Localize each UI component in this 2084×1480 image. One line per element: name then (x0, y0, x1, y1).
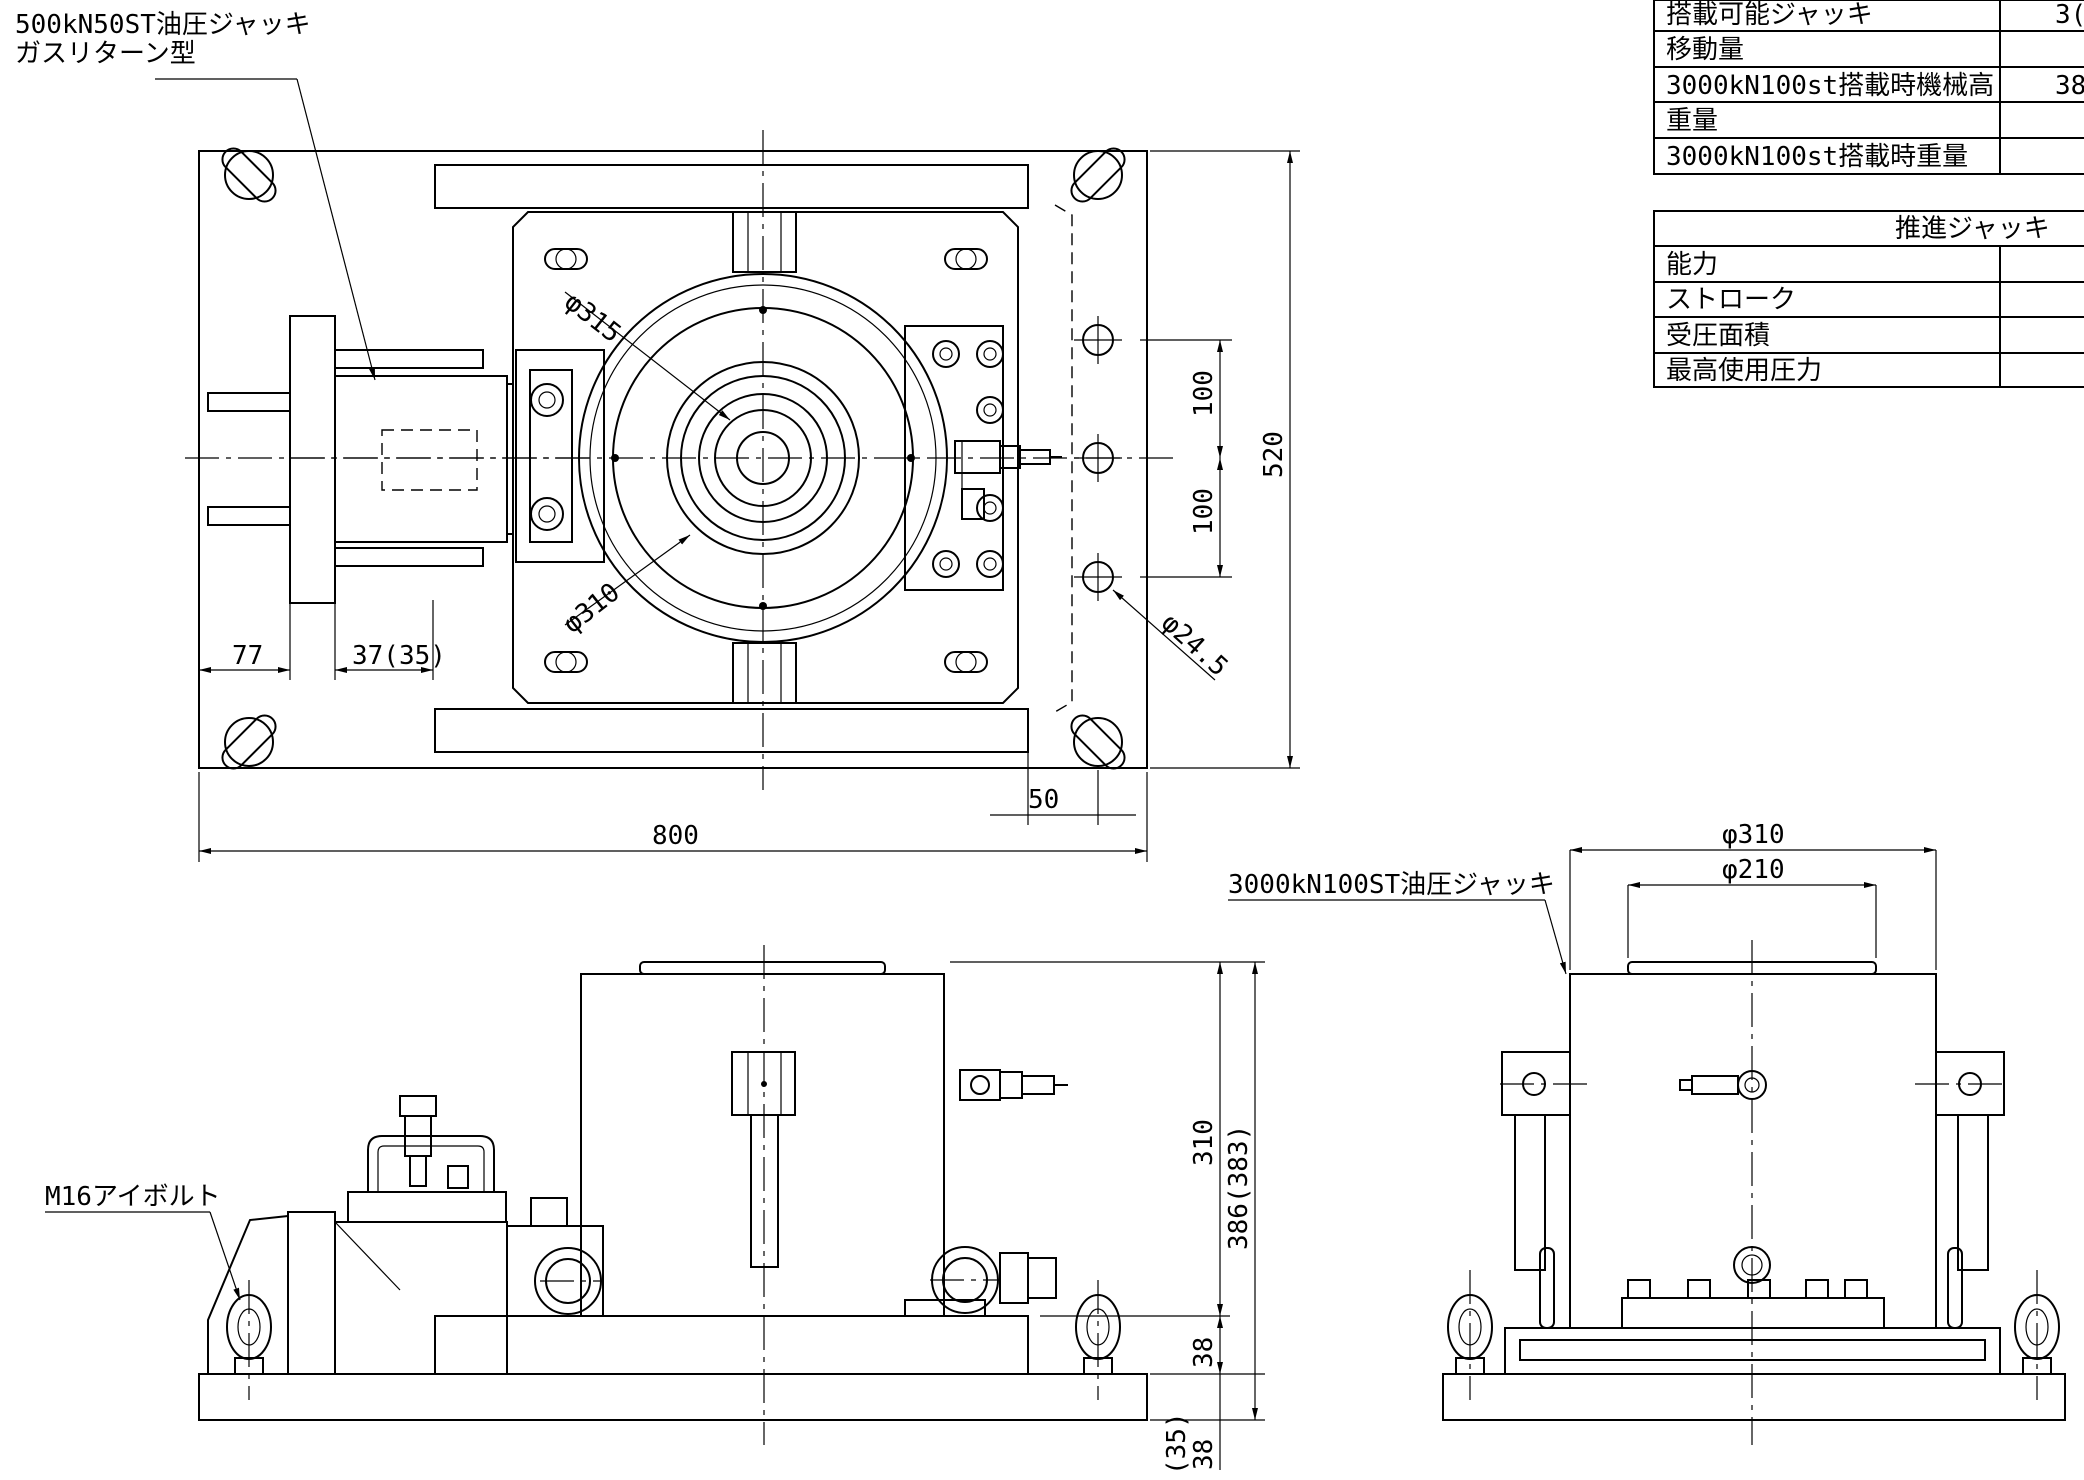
table2-header: 推進ジャッキ (1895, 214, 2050, 244)
dim-37-35: 37(35) (352, 641, 446, 671)
table2-label-0: 能力 (1666, 250, 1718, 280)
dim-310: 310 (1189, 1119, 1219, 1166)
table1-value-2: 38 (2055, 71, 2084, 101)
dim-386-383: 386(383) (1224, 1125, 1254, 1250)
dim-phi310-side: φ310 (1722, 820, 1785, 850)
dim-phi24-5: φ24.5 (1155, 608, 1233, 683)
table1-label-2: 3000kN100st搭載時機械高 (1666, 71, 1994, 101)
dim-77: 77 (232, 641, 263, 671)
table1-label-1: 移動量 (1666, 35, 1744, 65)
spec-table: 搭載可能ジャッキ 移動量 3000kN100st搭載時機械高 重量 3000kN… (1653, 0, 2084, 175)
slot-holes (544, 248, 988, 673)
label-jack-500: 500kN50ST油圧ジャッキ (15, 10, 311, 40)
side-jack-500 (207, 315, 514, 604)
bracket-bolts (932, 340, 1004, 578)
top-view: 500kN50ST油圧ジャッキ ガスリターン型 φ315 φ310 100 10… (15, 10, 1300, 862)
label-gas-return: ガスリターン型 (15, 39, 196, 69)
eye-bolts-top (221, 147, 1126, 770)
dim-phi210: φ210 (1722, 855, 1785, 885)
table2-label-3: 最高使用圧力 (1666, 356, 1822, 386)
table1-value-0: 3( (2055, 0, 2084, 30)
table2-label-2: 受圧面積 (1666, 321, 1770, 351)
dim-520: 520 (1259, 431, 1289, 478)
hydraulic-coupler-top (954, 440, 1062, 520)
dim-38b: 38 (1189, 1439, 1219, 1470)
dim-800: 800 (652, 821, 699, 851)
dim-100b: 100 (1189, 488, 1219, 535)
jack-table: 推進ジャッキ 能力 ストローク 受圧面積 最高使用圧力 (1653, 210, 2084, 388)
front-view: M16アイボルト 310 386(383) 38 38 (35) (45, 945, 1265, 1475)
table1-label-0: 搭載可能ジャッキ (1666, 0, 1873, 30)
dim-phi315: φ315 (559, 287, 627, 349)
dim-38a: 38 (1189, 1337, 1219, 1368)
side-view: 3000kN100ST油圧ジャッキ φ310 φ210 (1228, 820, 2066, 1445)
dim-100a: 100 (1189, 370, 1219, 417)
dim-50: 50 (1028, 785, 1059, 815)
dim-35p: (35) (1162, 1412, 1192, 1475)
label-eyebolt: M16アイボルト (45, 1182, 221, 1212)
table1-label-3: 重量 (1666, 106, 1718, 136)
table1-label-4: 3000kN100st搭載時重量 (1666, 142, 1968, 172)
dim-phi310-top: φ310 (558, 577, 626, 639)
table2-label-1: ストローク (1666, 285, 1796, 315)
label-jack-3000: 3000kN100ST油圧ジャッキ (1228, 870, 1555, 900)
